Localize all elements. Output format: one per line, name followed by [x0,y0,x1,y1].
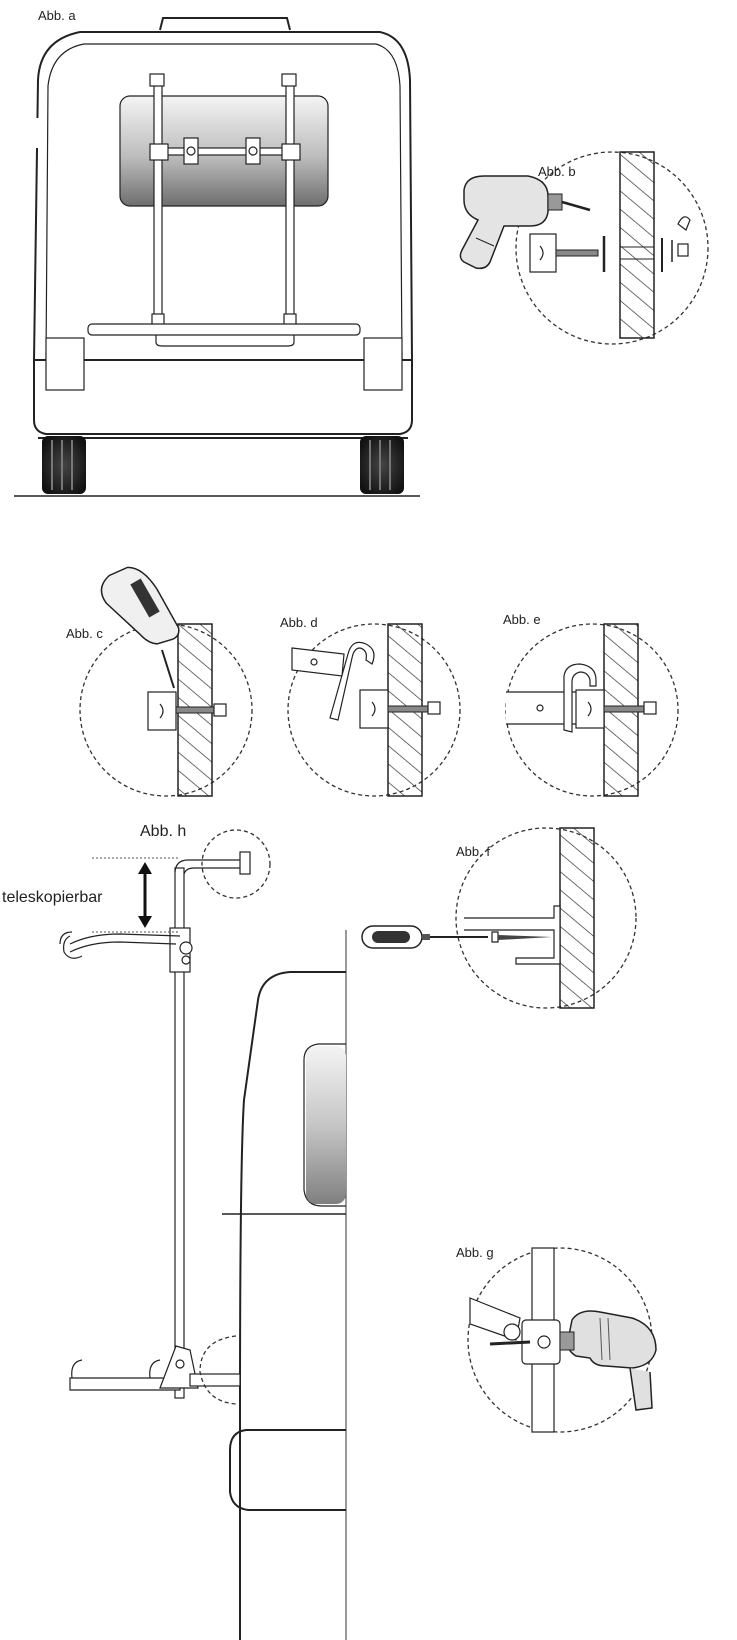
figure-d-hook: Abb. d [280,615,461,797]
label-abb-b: Abb. b [538,164,576,179]
upper-bike-arm [69,933,181,945]
rear-bumper-side [229,1429,346,1511]
double-arrow-icon [138,862,152,928]
upper-clamp [59,931,83,959]
nut-b [677,243,689,257]
drill-g-icon [559,1310,657,1411]
detail-circle-d [287,623,461,797]
figure-c-sealant: Abb. c [66,566,253,797]
wrench-icon [677,216,691,231]
screwdriver-icon [361,925,488,949]
screw-f [498,935,552,940]
detail-circle-f [455,827,637,1009]
bracket-hook-d [291,641,375,721]
label-teleskopierbar: teleskopierbar [2,889,103,906]
angle-bracket-f [464,905,561,965]
tail-light-right [363,337,403,391]
figure-g-drilling-mast: Abb. g [456,1245,657,1433]
detail-circle-c [79,623,253,797]
label-abb-h: Abb. h [140,823,186,840]
figure-b-drilling: Abb. b [459,151,709,345]
drill-bit-g [489,1340,531,1346]
figure-h-side-view: Abb. h teleskopierbar [2,823,346,1640]
wheel-right [360,436,404,494]
carrier-mast [174,867,185,1399]
lower-rail [69,1377,181,1391]
vehicle-body-inner [45,43,403,361]
wheel-left [42,436,86,494]
hook-e [563,663,597,733]
label-abb-g: Abb. g [456,1245,494,1260]
spacer-block-e [575,689,605,729]
drill-icon [459,175,591,270]
figure-a-vehicle-rear: Abb. a [14,8,420,497]
label-abb-d: Abb. d [280,615,318,630]
wall-section-b [619,151,655,339]
detail-circle-h-lower [199,1335,237,1405]
side-window [306,1046,346,1204]
wall-section-f [559,827,595,1009]
vehicle-body-outline [33,31,413,361]
label-abb-f: Abb. f [456,844,490,859]
bike-carrier-frame [87,73,361,347]
bolt-b [555,249,599,257]
spacer-block-d [359,689,389,729]
figure-e-hook-mounted: Abb. e [503,612,679,797]
sealant-bottle-icon [100,566,180,689]
vehicle-side-outline [239,971,346,1640]
mast-top-arm [174,859,246,873]
side-window-frame [303,1043,346,1207]
label-abb-e: Abb. e [503,612,541,627]
label-abb-a: Abb. a [38,8,76,23]
detail-circle-h [201,829,271,899]
rear-bumper [33,359,413,435]
label-abb-c: Abb. c [66,626,103,641]
roof-vent [159,17,291,31]
tail-light-left [45,337,85,391]
detail-circle-b [515,151,709,345]
spacer-block-c [147,691,177,731]
figure-f-screwing: Abb. f [361,827,637,1009]
